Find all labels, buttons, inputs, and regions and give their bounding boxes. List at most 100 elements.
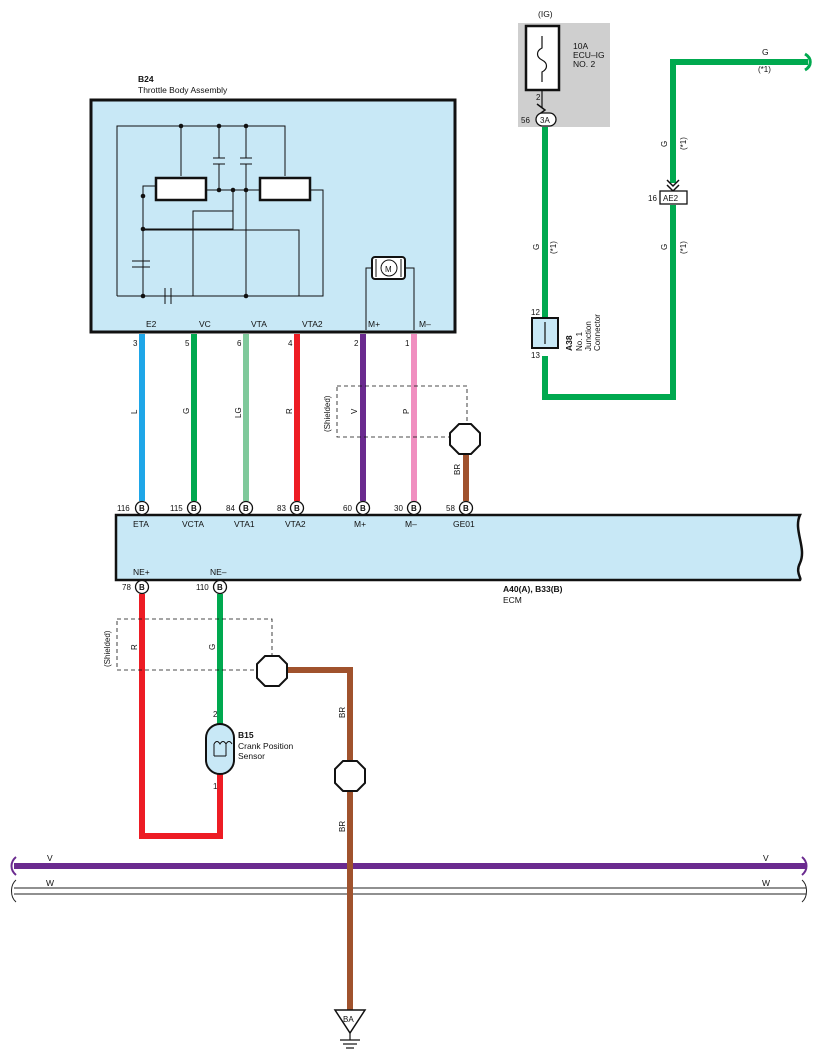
ae2-upper-wire-color: G [660,141,669,147]
fuse-pin: 2 [536,93,541,102]
ecm-terminal-ne-plus: NE+ [133,567,150,577]
ecm-pin-60: 60 [343,504,352,513]
ecm-terminal-eta: ETA [133,519,149,529]
ecm-terminal-vta2: VTA2 [285,519,306,529]
coil-icon [213,741,233,745]
left-wire-color: G [532,244,541,250]
fuse-supply-label: (IG) [538,9,553,19]
ae2-lower-wire-note: (*1) [679,241,688,254]
ecm-pin-58: 58 [446,504,455,513]
ecm-terminal-m-plus: M+ [354,519,366,529]
ae2-lower-wire-color: G [660,244,669,250]
left-wire-note: (*1) [549,241,558,254]
tb-terminal-vc: VC [199,319,211,329]
throttle-body-assembly: B24 Throttle Body Assembly [89,74,457,334]
fuse-name: ECU–IG [573,50,605,60]
crank-position-sensor: 2 1 B15 Crank Position Sensor [205,710,294,791]
tb-pin-6: 6 [237,339,242,348]
shield-label-motor: (Shielded) [323,395,332,432]
junction-badge-3a [535,112,557,127]
a38-name-2: Junction [584,321,593,351]
ecm-conn-letter: B [191,504,197,513]
ecm-top-connectors: B B B B B B B [134,500,474,516]
a38-name-1: No. 1 [575,331,584,351]
tb-terminal-vta2: VTA2 [302,319,323,329]
ecm: B B B B B B B 116 115 84 83 60 30 58 ETA… [114,500,804,595]
fuse-feed-wire [542,52,812,400]
junction-badge-3a-label: 3A [540,116,550,125]
ecm-pin-84: 84 [226,504,235,513]
bus-lines: V V W W [10,853,808,903]
shield-label-crank: (Shielded) [103,630,112,667]
a38-pin-bottom: 13 [531,351,540,360]
shield-crank-wires [116,618,273,671]
fuse-junction-pin: 56 [521,116,530,125]
ae2-pin: 16 [648,194,657,203]
connector-ae2: AE2 16 G (*1) G (*1) [648,137,688,254]
ecm-id: A40(A), B33(B) [503,584,563,594]
ecm-conn-letter: B [463,504,469,513]
shield-junction-2 [256,655,288,687]
motor-label: M [385,265,392,274]
ecm-conn-letter: B [139,504,145,513]
shield-motor-wires [336,385,468,438]
ae2-upper-wire-note: (*1) [679,137,688,150]
ecm-conn-letter: B [294,504,300,513]
tb-pin-2: 2 [354,339,359,348]
ecm-pin-116: 116 [117,504,130,513]
ecm-terminal-m-minus: M– [405,519,417,529]
a38-id: A38 [564,335,574,351]
ecm-conn-letter: B [411,504,417,513]
crank-sensor-name-2: Sensor [238,751,265,761]
ecm-conn-letter: B [360,504,366,513]
tb-terminal-vta: VTA [251,319,267,329]
tb-pin-4: 4 [288,339,293,348]
ground-wire-label-2: BR [338,821,347,832]
wire-label-p: P [402,409,411,414]
top-right-wire-note: (*1) [758,65,771,74]
sensor-element-1 [154,176,208,202]
wire-label-g: G [182,408,191,414]
crank-sensor-name-1: Crank Position [238,741,294,751]
ecm-pin-83: 83 [277,504,286,513]
throttle-motor: M [365,256,415,330]
tb-pin-5: 5 [185,339,190,348]
a38-pin-top: 12 [531,308,540,317]
ecm-pin-30: 30 [394,504,403,513]
shield-junction-1 [449,423,481,455]
a38-name-3: Connector [593,314,602,351]
ecm-conn-letter: B [217,583,223,592]
ground-icon [333,1009,367,1035]
bus-label-v-left: V [47,853,53,863]
ecm-pin-115: 115 [170,504,183,513]
wire-label-br: BR [453,464,462,475]
crank-wire-label-r: R [130,644,139,650]
bus-label-w-right: W [762,878,770,888]
ground-label: BA [343,1015,354,1024]
crank-pin-bottom: 1 [213,782,218,791]
throttle-body-name: Throttle Body Assembly [138,85,228,95]
fuse-block: (IG) 10A ECU–IG NO. 2 2 56 3A [518,9,610,127]
wire-label-r: R [285,408,294,414]
crank-wire-label-g: G [208,644,217,650]
tb-terminal-m-minus: M– [419,319,431,329]
fuse-number: NO. 2 [573,59,595,69]
ground-wire-label-1: BR [338,707,347,718]
ae2-label: AE2 [663,194,679,203]
tb-pin-3: 3 [133,339,138,348]
fuse-rating: 10A [573,41,588,51]
crank-sensor-id: B15 [238,730,254,740]
wire-label-l: L [130,409,139,414]
wire-label-v: V [350,408,359,414]
ecm-pin-78: 78 [122,583,131,592]
sensor-element-2 [258,176,312,202]
tb-terminal-e2: E2 [146,319,157,329]
crank-pin-top: 2 [213,710,218,719]
ecm-terminal-ge01: GE01 [453,519,475,529]
bus-label-v-right: V [763,853,769,863]
wire-label-lg: LG [234,407,243,418]
ecm-terminal-vcta: VCTA [182,519,204,529]
ecm-name: ECM [503,595,522,605]
tb-terminal-m-plus: M+ [368,319,380,329]
